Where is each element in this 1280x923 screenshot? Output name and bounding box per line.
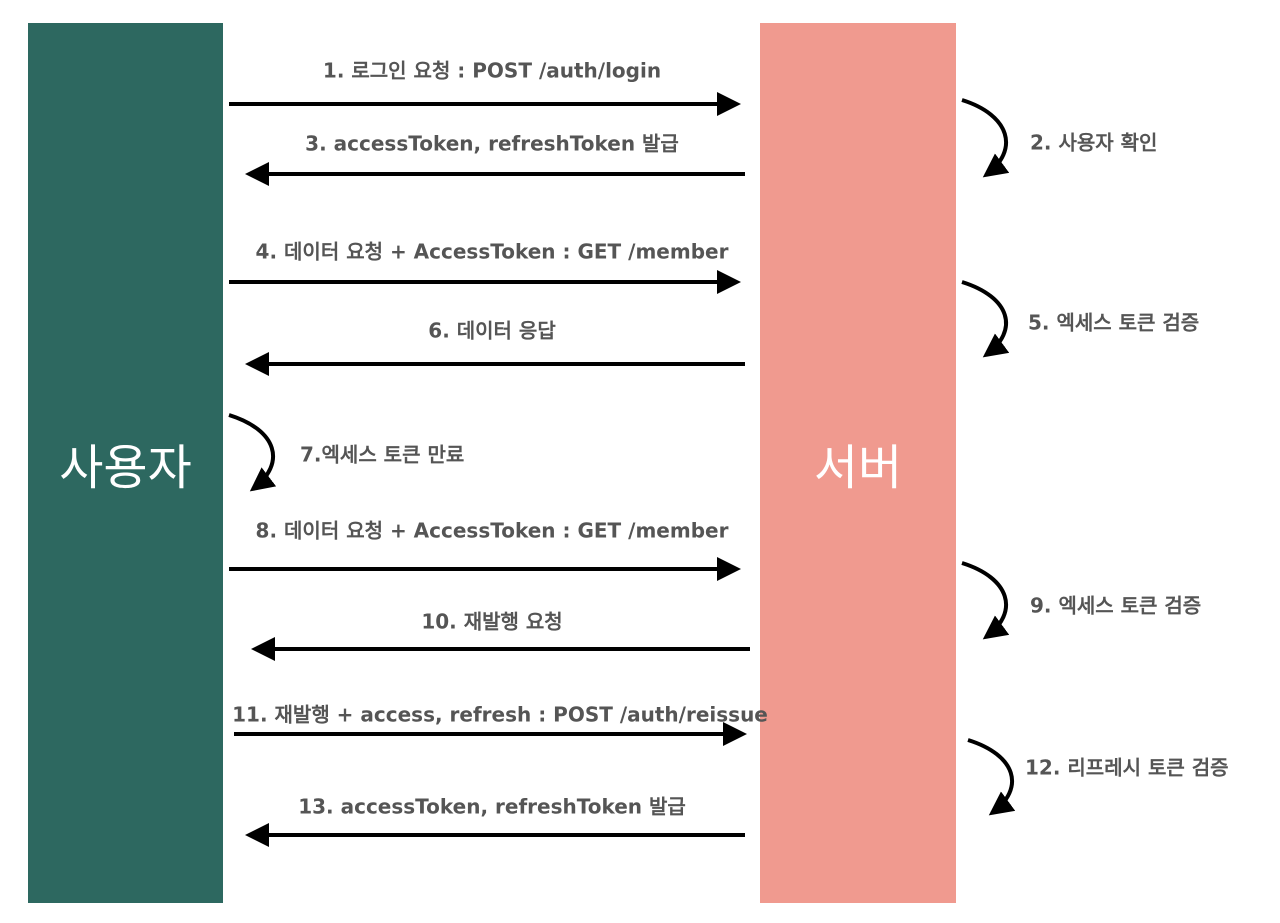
self-arrow-12	[967, 738, 1016, 816]
self-step-label-5: 5. 엑세스 토큰 검증	[1028, 310, 1200, 335]
message-label-6: 6. 데이터 응답	[428, 318, 556, 343]
server-lane-label: 서버	[813, 440, 903, 496]
message-label-13: 13. accessToken, refreshToken 발급	[298, 794, 686, 819]
message-label-11: 11. 재발행 + access, refresh : POST /auth/r…	[232, 702, 768, 727]
message-label-1: 1. 로그인 요청 : POST /auth/login	[322, 58, 662, 83]
self-arrow-7	[228, 413, 277, 492]
self-arrow-9	[961, 561, 1010, 640]
user-lane: 사용자	[28, 23, 223, 903]
self-step-label-7: 7.엑세스 토큰 만료	[300, 442, 465, 467]
self-step-label-12: 12. 리프레시 토큰 검증	[1025, 755, 1229, 780]
server-lane: 서버	[760, 23, 956, 903]
user-lane-label: 사용자	[59, 440, 192, 496]
message-label-8: 8. 데이터 요청 + AccessToken : GET /member	[255, 518, 729, 543]
self-arrow-5	[961, 280, 1010, 358]
message-label-4: 4. 데이터 요청 + AccessToken : GET /member	[255, 239, 729, 264]
message-label-3: 3. accessToken, refreshToken 발급	[305, 131, 679, 156]
self-step-label-9: 9. 엑세스 토큰 검증	[1030, 593, 1202, 618]
self-step-label-2: 2. 사용자 확인	[1030, 130, 1158, 155]
message-label-10: 10. 재발행 요청	[421, 609, 563, 634]
self-arrow-2	[961, 98, 1010, 178]
